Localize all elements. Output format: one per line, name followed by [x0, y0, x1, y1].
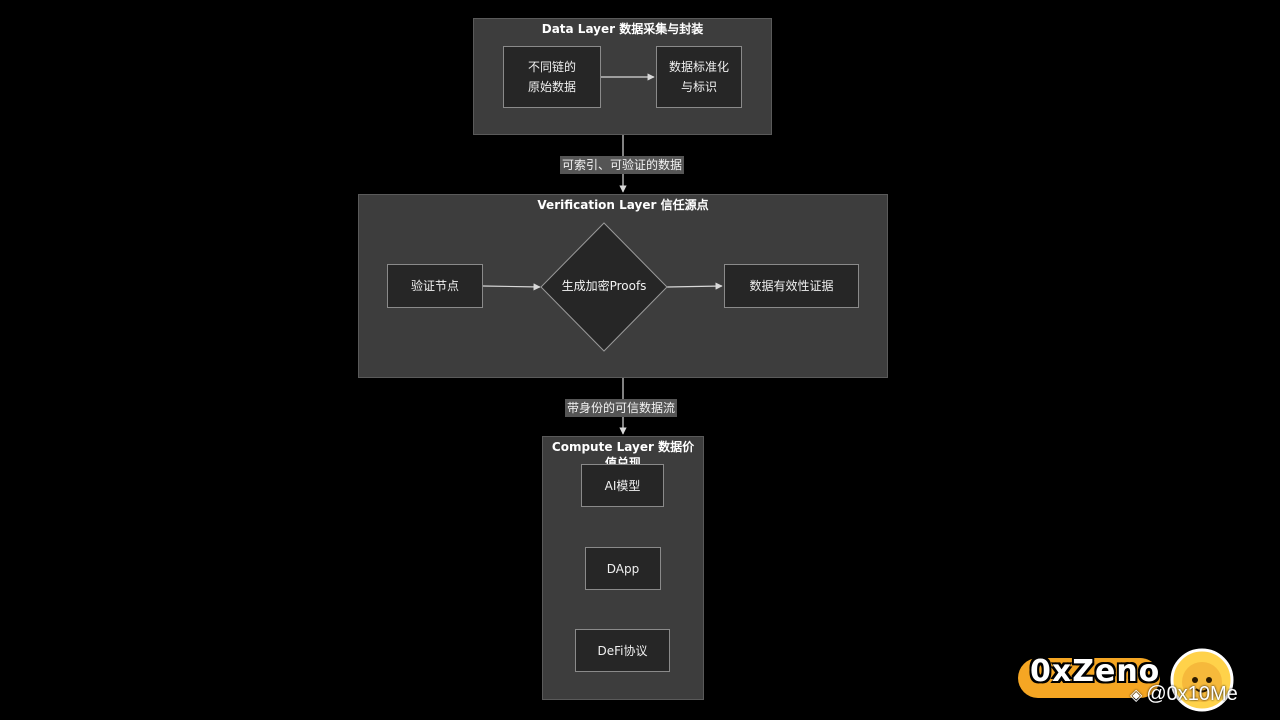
data-layer-title: Data Layer 数据采集与封装 — [541, 22, 704, 36]
author-handle: ◈ @0x10Me — [1130, 683, 1238, 706]
standardize-node: 数据标准化 与标识 — [656, 46, 742, 108]
dapp-node: DApp — [585, 547, 661, 590]
brand-logo-text: 0xZeno — [1030, 654, 1161, 689]
brand-badge — [1018, 658, 1160, 698]
raw-data-node: 不同链的 原始数据 — [503, 46, 601, 108]
defi-node: DeFi协议 — [575, 629, 670, 672]
edge-label-data-verification: 可索引、可验证的数据 — [560, 156, 685, 174]
platform-diamond-icon: ◈ — [1130, 686, 1143, 704]
mascot-logo-icon — [1170, 648, 1234, 712]
ai-model-node: AI模型 — [581, 464, 664, 507]
verification-layer-title: Verification Layer 信任源点 — [537, 198, 709, 212]
proofs-diamond-label: 生成加密Proofs — [561, 279, 647, 293]
verify-node: 验证节点 — [387, 264, 483, 308]
evidence-node: 数据有效性证据 — [724, 264, 859, 308]
author-handle-text: @0x10Me — [1146, 683, 1238, 705]
edge-label-verification-compute: 带身份的可信数据流 — [565, 399, 678, 417]
